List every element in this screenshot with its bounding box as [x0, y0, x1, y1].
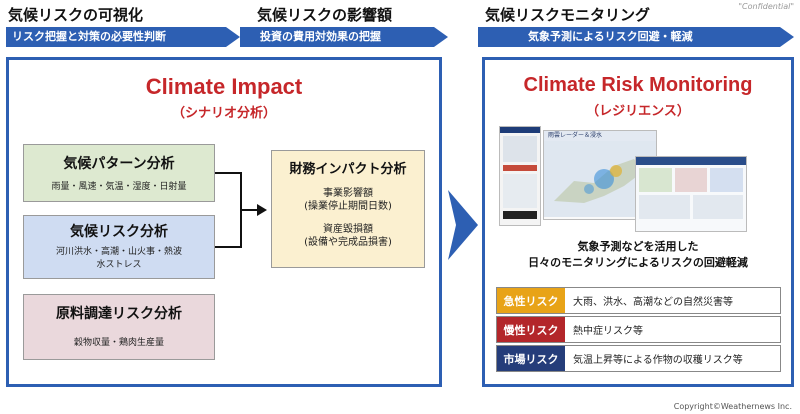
step1-arrow: リスク把握と対策の必要性判断: [6, 27, 240, 47]
step1-title: 気候リスクの可視化: [8, 6, 144, 24]
climate-impact-panel: Climate Impact （シナリオ分析） 気候パターン分析 雨量・風速・気…: [6, 57, 442, 387]
connector-out: [240, 209, 258, 211]
step2-title: 気候リスクの影響額: [257, 6, 393, 24]
climate-risk-title: 気候リスク分析: [70, 224, 168, 240]
monitoring-title: Climate Risk Monitoring: [523, 74, 753, 96]
step2-arrow: 投資の費用対効果の把握: [240, 27, 448, 47]
radar-caption: 雨雲レーダー＆浸水: [544, 131, 656, 141]
market-risk-desc: 気温上昇等による作物の収穫リスク等: [565, 346, 780, 371]
chronic-risk-tag: 慢性リスク: [497, 317, 565, 342]
market-risk-row: 市場リスク 気温上昇等による作物の収穫リスク等: [496, 345, 781, 372]
climate-pattern-desc: 雨量・風速・気温・湿度・日射量: [51, 182, 187, 192]
copyright-text: Copyright©Weathernews Inc.: [673, 402, 792, 411]
acute-risk-desc: 大雨、洪水、高潮などの自然災害等: [565, 288, 780, 313]
climate-impact-subtitle: （シナリオ分析）: [171, 106, 276, 121]
financial-impact-box: 財務インパクト分析 事業影響額 (操業停止期間日数) 資産毀損額 (設備や完成品…: [271, 150, 425, 268]
climate-pattern-title: 気候パターン分析: [63, 156, 175, 172]
connector-top: [215, 172, 241, 174]
acute-risk-tag: 急性リスク: [497, 288, 565, 313]
step1-arrow-label: リスク把握と対策の必要性判断: [12, 30, 166, 43]
acute-risk-row: 急性リスク 大雨、洪水、高潮などの自然災害等: [496, 287, 781, 314]
procurement-risk-box: 原料調達リスク分析 穀物収量・鶏肉生産量: [23, 294, 215, 360]
step3-title: 気候リスクモニタリング: [485, 6, 651, 24]
step3-arrow-label: 気象予測によるリスク回避・軽減: [528, 30, 693, 43]
flow-arrow-icon: [448, 190, 478, 260]
step2-arrow-label: 投資の費用対効果の把握: [260, 30, 381, 43]
financial-line2: (操業停止期間日数): [304, 201, 392, 212]
climate-pattern-box: 気候パターン分析 雨量・風速・気温・湿度・日射量: [23, 144, 215, 202]
connector-arrowhead: [257, 204, 267, 216]
procurement-risk-desc: 穀物収量・鶏肉生産量: [73, 338, 164, 348]
market-risk-tag: 市場リスク: [497, 346, 565, 371]
chronic-risk-desc: 熱中症リスク等: [565, 317, 780, 342]
climate-impact-title: Climate Impact: [145, 74, 303, 99]
climate-risk-desc: 河川洪水・高潮・山火事・熱波 水ストレス: [55, 247, 182, 270]
procurement-risk-title: 原料調達リスク分析: [56, 306, 182, 322]
app-dashboard-screenshot: [635, 156, 747, 232]
monitoring-desc-line1: 気象予測などを活用した: [577, 240, 699, 253]
financial-line1: 事業影響額: [323, 188, 373, 199]
financial-impact-title: 財務インパクト分析: [289, 162, 407, 177]
connector-bottom: [215, 246, 241, 248]
step3-arrow: 気象予測によるリスク回避・軽減: [478, 27, 794, 47]
monitoring-desc-line2: 日々のモニタリングによるリスクの回避軽減: [528, 256, 748, 269]
app-phone-screenshot: [499, 126, 541, 226]
financial-line3: 資産毀損額: [323, 224, 373, 235]
monitoring-subtitle: （レジリエンス）: [586, 104, 690, 119]
financial-line4: (設備や完成品損害): [304, 237, 392, 248]
climate-risk-box: 気候リスク分析 河川洪水・高潮・山火事・熱波 水ストレス: [23, 215, 215, 279]
chronic-risk-row: 慢性リスク 熱中症リスク等: [496, 316, 781, 343]
confidential-mark: "Confidential": [738, 2, 794, 11]
